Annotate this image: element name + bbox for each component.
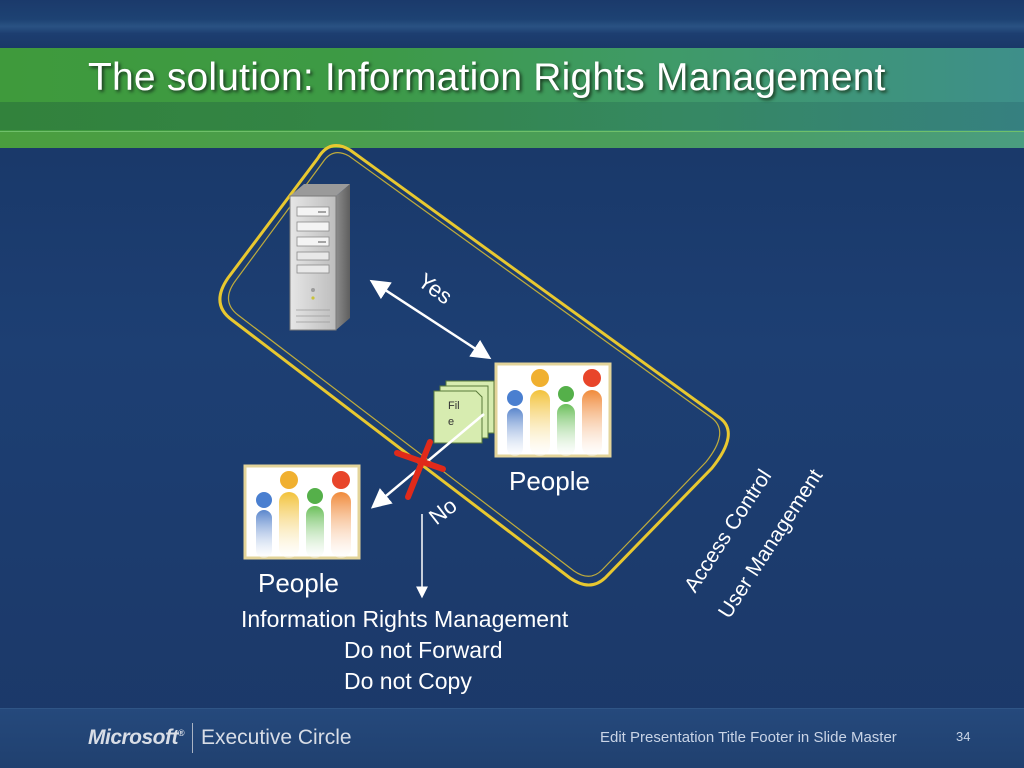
people-inside-label: People (509, 466, 590, 496)
page-number: 34 (956, 729, 971, 744)
irm-line-copy: Do not Copy (344, 668, 472, 694)
trust-boundary (218, 144, 730, 587)
footer-divider (192, 723, 193, 753)
footer-text: Edit Presentation Title Footer in Slide … (600, 729, 897, 746)
people-group-icon (494, 362, 612, 458)
server-icon (289, 184, 350, 331)
irm-title: Information Rights Management (241, 606, 569, 632)
file-stack-icon: Fil e (433, 380, 495, 444)
top-strip (0, 0, 1024, 48)
file-label-line2: e (448, 416, 454, 428)
title-band (0, 48, 1024, 148)
people-outside-label: People (258, 568, 339, 598)
slide-title: The solution: Information Rights Managem… (88, 56, 886, 99)
irm-line-forward: Do not Forward (344, 637, 503, 663)
executive-circle-label: Executive Circle (201, 726, 352, 749)
microsoft-logo: Microsoft® (88, 726, 185, 749)
file-label-line1: Fil (448, 400, 460, 412)
deny-x-icon (394, 439, 446, 500)
people-group-icon (243, 464, 361, 560)
no-arrow (370, 413, 485, 509)
yes-arrow (369, 279, 492, 360)
footer (0, 708, 1024, 768)
